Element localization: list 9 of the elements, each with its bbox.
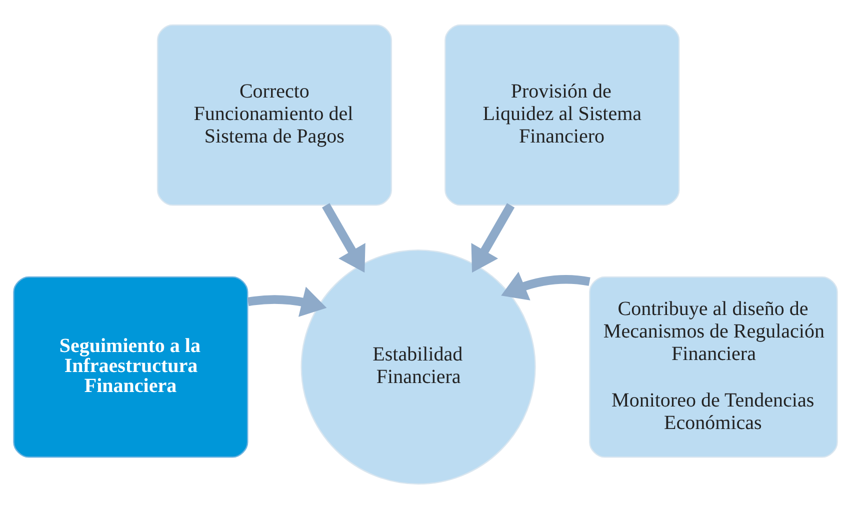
node-box: Provisión de Liquidez al Sistema Financiero xyxy=(444,24,680,206)
node-circle: Estabilidad Financiera xyxy=(300,249,536,484)
arrow xyxy=(471,202,515,272)
arrow xyxy=(322,202,366,272)
node-box: Contribuye al diseño de Mecanismos de Regulación Financiera Monitoreo de Tendencias Económicas xyxy=(589,276,838,458)
node-box: Correcto Funcionamiento del Sistema de Pagos xyxy=(156,24,392,206)
arrow xyxy=(501,271,590,300)
arrow xyxy=(247,286,327,316)
node-box: Seguimiento a la Infraestructura Financiera xyxy=(13,276,248,458)
